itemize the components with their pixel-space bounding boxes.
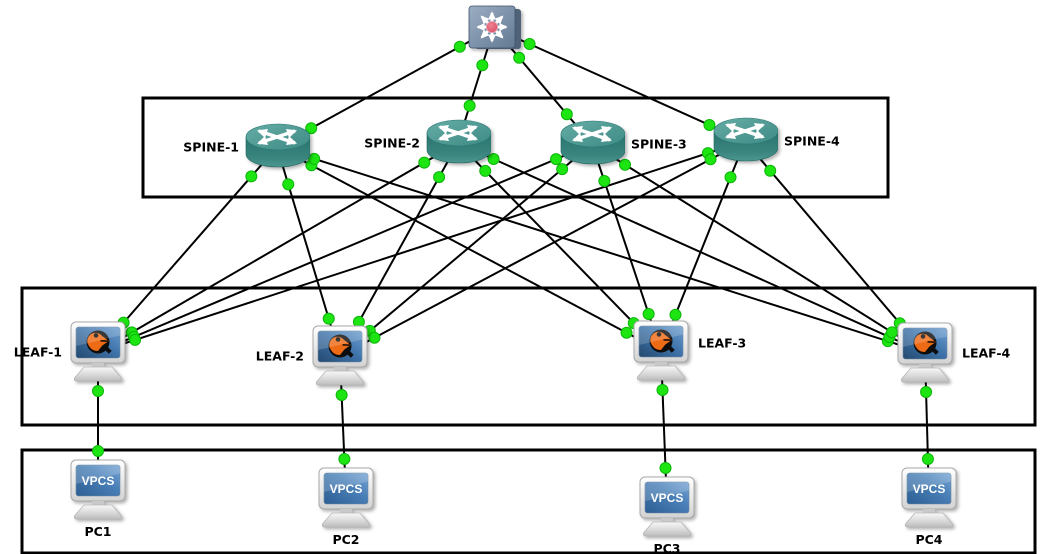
node-core-switch[interactable]: [466, 4, 523, 52]
link-spine1-leaf3[interactable]: [276, 146, 662, 352]
spine-group-box[interactable]: [141, 96, 890, 199]
node-spine3[interactable]: [559, 119, 625, 169]
link-status-dot: [556, 163, 569, 176]
link-spine3-leaf1[interactable]: [97, 143, 593, 353]
link-spine1-leaf1[interactable]: [97, 146, 278, 353]
link-status-dot: [619, 158, 632, 171]
link-status-dot: [921, 453, 934, 466]
router-icon: [713, 117, 778, 162]
link-status-dot: [487, 152, 500, 165]
vpcs-pc-icon: VPCS: [70, 459, 126, 520]
node-pc4[interactable]: VPCS: [898, 467, 960, 529]
label-spine1: SPINE-1: [183, 139, 239, 155]
link-status-dot: [463, 99, 476, 112]
multilayer-switch-icon: [468, 5, 521, 49]
link-spine2-leaf1[interactable]: [97, 142, 459, 353]
node-spine4[interactable]: [712, 116, 778, 166]
link-status-dot: [433, 171, 446, 184]
link-status-dot: [282, 178, 295, 191]
node-leaf3[interactable]: [630, 320, 692, 382]
link-spine1-leaf4[interactable]: [276, 146, 926, 354]
link-status-dot: [724, 171, 737, 184]
router-icon: [426, 119, 491, 164]
link-spine2-leaf4[interactable]: [457, 142, 926, 354]
link-spine4-leaf4[interactable]: [744, 140, 926, 354]
link-status-dot: [659, 462, 672, 475]
link-status-dot: [620, 326, 633, 339]
link-status-dot: [560, 108, 573, 121]
node-leaf1[interactable]: [67, 321, 129, 383]
label-spine3: SPINE-3: [631, 136, 687, 152]
vpcs-screen-text: VPCS: [330, 482, 363, 496]
link-status-dot: [92, 445, 104, 457]
label-pc3: PC3: [653, 541, 681, 554]
label-leaf4: LEAF-4: [962, 345, 1011, 361]
link-core-switch-spine4[interactable]: [493, 27, 746, 142]
link-status-dot: [703, 118, 716, 131]
vpcs-pc-icon: VPCS: [901, 467, 957, 528]
link-status-dot: [335, 388, 348, 401]
link-status-dot: [338, 453, 351, 466]
link-status-dot: [479, 164, 492, 177]
vpcs-pc-icon: VPCS: [639, 476, 695, 537]
label-spine4: SPINE-4: [784, 133, 840, 149]
vpcs-screen-text: VPCS: [651, 491, 684, 505]
node-spine2[interactable]: [425, 118, 491, 168]
node-pc1[interactable]: VPCS: [67, 459, 129, 521]
link-status-dot: [523, 38, 536, 51]
link-spine3-leaf4[interactable]: [591, 143, 926, 354]
link-status-dot: [322, 312, 335, 325]
pc-group-box[interactable]: [20, 448, 1037, 554]
vpcs-screen-text: VPCS: [913, 482, 946, 496]
link-status-dot: [418, 156, 431, 169]
link-spine4-leaf1[interactable]: [97, 140, 746, 353]
router-icon: [245, 123, 310, 168]
link-status-dot: [704, 153, 717, 166]
link-status-dot: [642, 308, 655, 321]
link-status-dot: [656, 383, 669, 396]
link-status-dot: [920, 385, 933, 398]
qemu-guest-icon: [897, 322, 953, 383]
label-pc1: PC1: [84, 524, 112, 539]
link-spine4-leaf2[interactable]: [339, 140, 746, 357]
router-icon: [560, 120, 625, 165]
node-leaf4[interactable]: [894, 322, 956, 384]
label-leaf2: LEAF-2: [255, 348, 304, 364]
node-pc3[interactable]: VPCS: [636, 476, 698, 538]
link-status-dot: [476, 59, 489, 72]
node-leaf2[interactable]: [309, 325, 371, 387]
vpcs-pc-icon: VPCS: [318, 467, 374, 528]
label-pc4: PC4: [915, 532, 943, 547]
link-status-dot: [669, 308, 682, 321]
qemu-guest-icon: [312, 325, 368, 386]
link-status-dot: [550, 153, 563, 166]
link-status-dot: [368, 331, 381, 344]
link-status-dot: [513, 51, 526, 64]
label-leaf1: LEAF-1: [13, 344, 62, 360]
qemu-guest-icon: [633, 320, 689, 381]
node-pc2[interactable]: VPCS: [315, 467, 377, 529]
link-spine2-leaf3[interactable]: [457, 142, 662, 352]
link-status-dot: [305, 122, 318, 135]
leaf-group-box[interactable]: [20, 286, 1037, 427]
label-pc2: PC2: [332, 532, 360, 547]
label-leaf3: LEAF-3: [698, 335, 747, 351]
label-spine2: SPINE-2: [364, 135, 420, 151]
link-status-dot: [129, 333, 142, 346]
qemu-guest-icon: [70, 321, 126, 382]
node-spine1[interactable]: [244, 122, 310, 172]
link-status-dot: [764, 164, 777, 177]
link-spine3-leaf2[interactable]: [339, 143, 593, 357]
link-status-dot: [92, 385, 104, 397]
link-status-dot: [245, 170, 258, 183]
link-status-dot: [308, 152, 321, 165]
link-status-dot: [453, 40, 466, 53]
link-status-dot: [598, 174, 611, 187]
link-status-dot: [885, 326, 898, 339]
vpcs-screen-text: VPCS: [82, 474, 115, 488]
